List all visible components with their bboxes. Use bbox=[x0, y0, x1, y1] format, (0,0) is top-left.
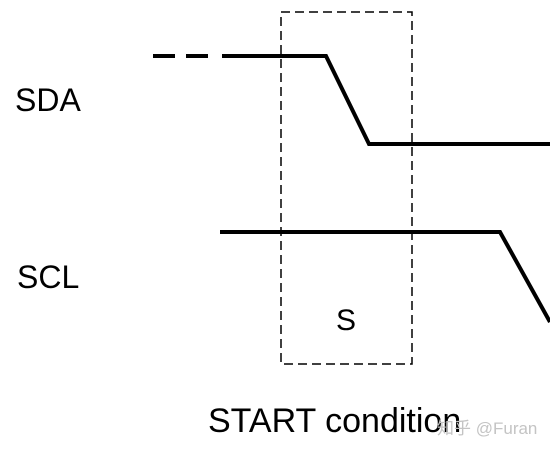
sda-label: SDA bbox=[15, 82, 81, 118]
watermark: 知乎 @Furan bbox=[437, 419, 537, 438]
start-condition-window bbox=[280, 11, 413, 365]
scl-label: SCL bbox=[17, 259, 79, 295]
caption: START condition bbox=[208, 402, 461, 440]
start-marker-label: S bbox=[336, 304, 356, 337]
sda-waveform bbox=[222, 54, 550, 146]
scl-waveform bbox=[220, 230, 550, 323]
